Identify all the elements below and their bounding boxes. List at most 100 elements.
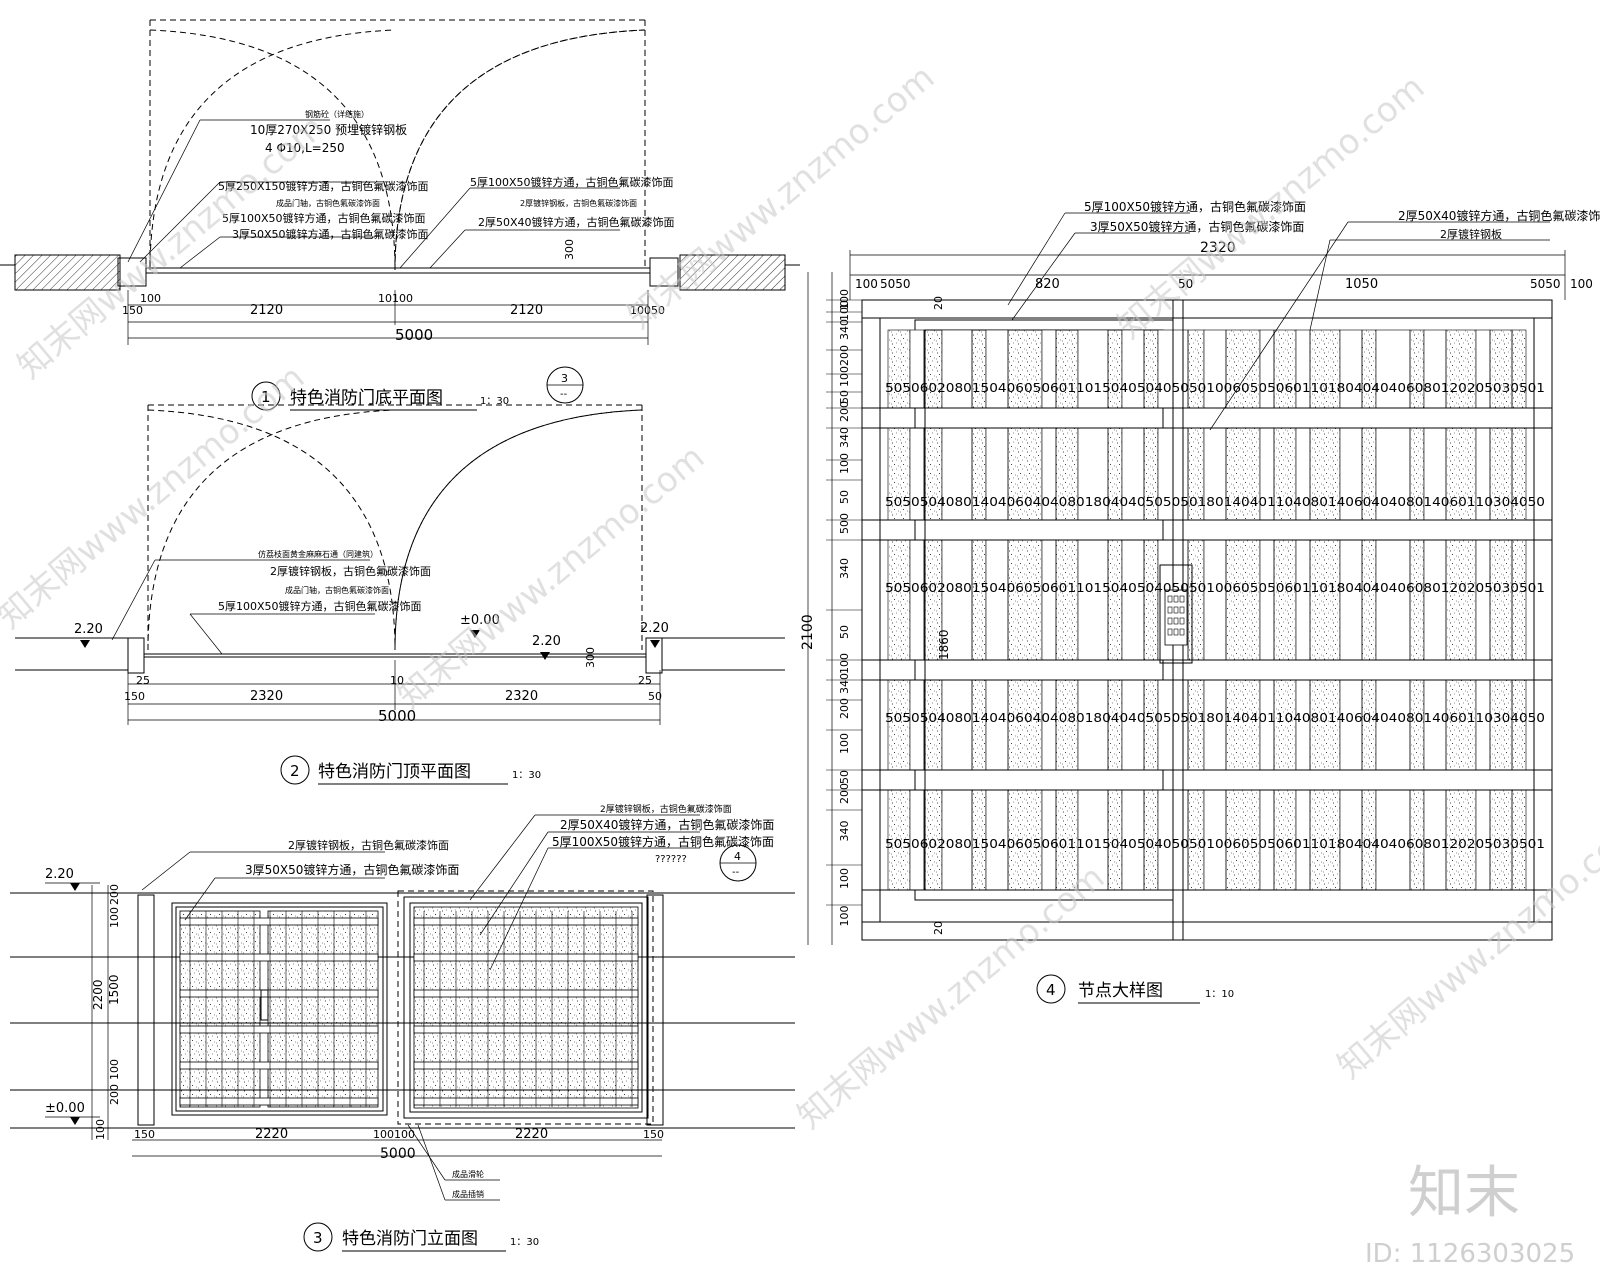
v4-bar-cell — [1375, 789, 1411, 891]
v3-vdim-6: 2200 — [91, 979, 105, 1010]
v1-dim-100: 100 — [140, 292, 161, 305]
v4-inner-dim-top: 20 — [932, 296, 945, 310]
v3-rail — [179, 1097, 379, 1106]
v2-level-2: 2.20 — [532, 634, 561, 649]
v3-rail — [179, 1061, 379, 1070]
v1-note-3: 5厚250X150镀锌方通，古铜色氟碳漆饰面 — [218, 179, 429, 193]
v4-overall-w: 2320 — [1200, 240, 1236, 256]
v4-stone-cell — [1187, 329, 1205, 409]
v4-row-dims-5: 5050602080150406050601101504050405050100… — [885, 837, 1545, 851]
v4-stone-cell — [1511, 329, 1527, 409]
v4-left-dim: 100 — [838, 300, 851, 321]
v4-stone-cell — [1143, 539, 1159, 661]
v4-bar-cell — [1077, 789, 1109, 891]
v2-dim-300: 300 — [584, 647, 597, 668]
v3-hdim-5: 5000 — [380, 1146, 416, 1162]
v4-stone-cell — [971, 679, 987, 771]
v3-vdim-4: 200 — [108, 1084, 121, 1105]
v1-note-0: 钢筋砼（详结施） — [305, 109, 369, 119]
v4-stone-cell — [1309, 329, 1341, 409]
v4-bar-cell — [1339, 539, 1363, 661]
v4-bar-cell — [1259, 329, 1275, 409]
v2-dim-25l: 25 — [136, 674, 150, 687]
v2-level-0: 2.20 — [74, 622, 103, 637]
v3-note-r0: 2厚镀锌钢板，古铜色氟碳漆饰面 — [600, 803, 732, 815]
watermark-4: 知末网www.znzmo.com — [620, 57, 942, 336]
v4-left-dims: 1001003402001005020034010050500340501003… — [826, 289, 862, 927]
v3-hdim-3: 2220 — [515, 1127, 548, 1142]
v4-bar-cell — [941, 679, 973, 771]
v4-bar-cell — [1339, 329, 1363, 409]
v4-note-r1: 2厚镀锌钢板 — [1440, 227, 1502, 241]
v4-left-dim: 100 — [838, 453, 851, 474]
v4-bar-cell — [1077, 679, 1109, 771]
v4-stone-cell — [887, 539, 911, 661]
v3-rail — [413, 989, 639, 998]
v4-bar-cell — [1295, 329, 1311, 409]
v1-section-mark-sub: -- — [560, 389, 568, 400]
v4-panel-grid — [862, 300, 1552, 940]
v4-left-dim: 50 — [838, 770, 851, 784]
v4-bar-cell — [1375, 679, 1411, 771]
v4-bar-cell — [909, 539, 925, 661]
v3-vdim-5: 100 — [94, 1119, 107, 1140]
v3-hdim-1: 2220 — [255, 1127, 288, 1142]
v2-dim-25r: 25 — [638, 674, 652, 687]
v4-bar-cell — [985, 679, 1009, 771]
v4-bar-cell — [1203, 539, 1227, 661]
v2-dim-2320l: 2320 — [250, 689, 283, 704]
v3-rail — [179, 989, 379, 998]
v4-bar-cell — [1077, 329, 1109, 409]
v4-left-dim: 200 — [838, 401, 851, 422]
v4-top-dim-5: 5050 — [1530, 277, 1561, 291]
v3-scale: 1：30 — [510, 1237, 539, 1248]
v4-left-dim: 340 — [838, 319, 851, 340]
v2-dim-150: 150 — [124, 690, 145, 703]
v1-dim-300: 300 — [563, 239, 576, 260]
v4-bar-cell — [1423, 329, 1447, 409]
keypad-key — [1167, 595, 1173, 603]
v4-left-dim: 100 — [838, 653, 851, 674]
v2-title-num: 2 — [290, 762, 300, 780]
v4-stone-cell — [1143, 329, 1159, 409]
v4-stone-cell — [1007, 789, 1043, 891]
v4-left-dim: 340 — [838, 558, 851, 579]
v3-rail — [413, 1025, 639, 1034]
v3-vdim-0: 200 — [108, 884, 121, 905]
v2-dim-10: 10 — [390, 674, 404, 687]
v3-rail — [179, 917, 379, 926]
v3-note-r1: 2厚50X40镀锌方通，古铜色氟碳漆饰面 — [560, 817, 774, 832]
v2-level-3: 2.20 — [640, 621, 669, 636]
v4-left-dim: 50 — [838, 490, 851, 504]
v1-dim-5000: 5000 — [395, 326, 433, 344]
watermark-3: 知末网www.znzmo.com — [0, 357, 312, 636]
v4-top-dim-0: 100 — [855, 277, 878, 291]
v3-bottom-note-0: 成品滑轮 — [452, 1169, 484, 1179]
v4-note-l0: 5厚100X50镀锌方通，古铜色氟碳漆饰面 — [1084, 199, 1306, 214]
v1-dim-2120-right: 2120 — [510, 303, 543, 318]
keypad-key — [1173, 628, 1179, 636]
v4-left-dim: 100 — [838, 868, 851, 889]
v4-stone-cell — [1309, 539, 1341, 661]
v1-section-mark-num: 3 — [561, 372, 568, 385]
v4-bar-cell — [1295, 539, 1311, 661]
v4-left-dim: 100 — [838, 366, 851, 387]
keypad-body — [1164, 589, 1188, 646]
v3-vdim-3: 100 — [108, 1059, 121, 1080]
v4-stone-cell — [1489, 679, 1513, 771]
v4-bar-cell — [1375, 539, 1411, 661]
v1-scale: 1：30 — [480, 396, 509, 407]
v4-row-dims-3: 5050602080150406050601101504050405050100… — [885, 581, 1545, 595]
v4-note-r0: 2厚50X40镀锌方通，古铜色氟碳漆饰面 — [1398, 208, 1600, 223]
v4-stone-cell — [1361, 329, 1377, 409]
v3-bottom-note-1: 成品插销 — [452, 1189, 484, 1199]
keypad-key — [1167, 606, 1173, 614]
v1-title-num: 1 — [261, 388, 271, 406]
brand-id: ID: 1126303025 — [1365, 1239, 1575, 1269]
v4-stone-cell — [923, 329, 943, 409]
v4-bar-cell — [1077, 539, 1109, 661]
v2-dim-50: 50 — [648, 690, 662, 703]
v4-bar-cell — [985, 329, 1009, 409]
v4-stone-cell — [1007, 329, 1043, 409]
v1-dim-2120-left: 2120 — [250, 303, 283, 318]
